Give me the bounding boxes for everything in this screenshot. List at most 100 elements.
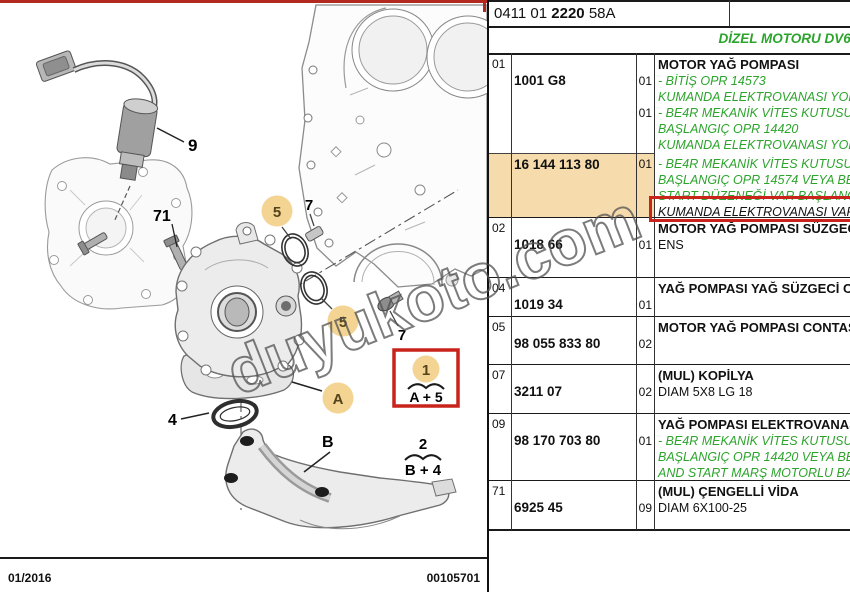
desc-line: - BE4R MEKANİK VİTES KUTUSU VE	[658, 106, 850, 120]
qty	[636, 121, 654, 137]
callout-B: B	[322, 434, 334, 451]
qty: 01	[638, 74, 652, 88]
table-row[interactable]: 04 1019 34 YAĞ POMPASI YAĞ SÜZGECİ CONT …	[489, 278, 850, 317]
badge-5a	[261, 195, 293, 227]
engine-title: DİZEL MOTORU DV6F	[718, 31, 850, 46]
qty	[636, 368, 654, 384]
part-number: 3211 07	[514, 384, 563, 399]
desc-line: MOTOR YAĞ POMPASI SÜZGECİ	[658, 221, 850, 236]
qty: 01	[638, 434, 652, 448]
row-description: (MUL) ÇENGELLİ VİDA 09 DIAM 6X100-25	[636, 484, 850, 516]
parts-table: 0411 01 2220 58A DİZEL MOTORU DV6F 01 10…	[487, 0, 850, 592]
part-number: 16 144 113 80	[514, 157, 600, 172]
row-description: MOTOR YAĞ POMPASI SÜZGECİ 01 ENS	[636, 221, 850, 253]
qty	[636, 417, 654, 433]
qty	[636, 465, 654, 481]
callout-7a: 7	[305, 197, 313, 214]
callout-line-B	[303, 451, 331, 473]
qty: 02	[638, 337, 652, 351]
footer-divider	[0, 557, 487, 559]
exploded-view-drawing: 9 71	[35, 4, 510, 530]
qty: 01	[638, 106, 652, 120]
exploded-diagram-panel: 9 71	[0, 0, 510, 585]
badge-1	[412, 355, 440, 383]
selected-row-highlight	[489, 153, 654, 218]
qty: 02	[638, 385, 652, 399]
row-ref: 07	[492, 368, 506, 382]
oil-pump-illustration	[174, 222, 323, 400]
document-code: 0411 01 2220 58A	[494, 5, 616, 22]
row-description: MOTOR YAĞ POMPASI 01- BİTİŞ OPR 14573 KU…	[636, 57, 850, 153]
desc-line: MOTOR YAĞ POMPASI	[658, 57, 800, 72]
callout-A: A	[333, 391, 344, 408]
desc-line: DIAM 6X100-25	[658, 501, 747, 515]
table-row[interactable]: 02 1018 66 MOTOR YAĞ POMPASI SÜZGECİ 01 E…	[489, 218, 850, 278]
red-top-border	[0, 0, 487, 3]
callout-5b: 5	[339, 314, 347, 331]
group-legend-1: 1 A + 5	[392, 348, 460, 408]
qty: 01	[638, 238, 652, 252]
badge-A	[322, 382, 354, 414]
red-highlight-box-table	[649, 196, 850, 222]
callout-4: 4	[168, 412, 177, 429]
row-ref: 05	[492, 320, 506, 334]
group1-expression: A + 5	[409, 389, 443, 405]
desc-line-emphasized: KUMANDA ELEKTROVANASI VAR	[658, 205, 850, 219]
callout-line-9	[156, 127, 185, 143]
row-description: 01- BE4R MEKANİK VİTES KUTUSU VE BAŞLANG…	[636, 156, 850, 220]
table-row[interactable]: 01 1001 G8 MOTOR YAĞ POMPASI 01- BİTİŞ O…	[489, 54, 850, 153]
desc-line: KUMANDA ELEKTROVANASI YOK	[658, 90, 850, 104]
desc-line: BAŞLANGIÇ OPR 14420	[658, 122, 799, 136]
oring-pin-illustrations	[281, 213, 404, 327]
qty	[636, 281, 654, 297]
qty	[636, 57, 654, 73]
brace-icon	[404, 454, 442, 461]
row-ref: 04	[492, 281, 506, 295]
qty: 01	[638, 298, 652, 312]
qty: 01	[638, 157, 652, 171]
callout-71: 71	[153, 208, 171, 225]
callout-line-4	[180, 412, 210, 420]
table-row[interactable]: 09 98 170 703 80 YAĞ POMPASI ELEKTROVANA…	[489, 414, 850, 481]
part-number: 1019 34	[514, 297, 563, 312]
qty: 09	[638, 501, 652, 515]
desc-line: ENS	[658, 238, 684, 252]
footer-date: 01/2016	[8, 571, 52, 585]
qty	[636, 137, 654, 153]
callout-2: 2	[419, 436, 427, 453]
document-code-bold: 2220	[551, 5, 585, 22]
engine-block-illustration	[298, 4, 510, 288]
row-ref: 02	[492, 221, 506, 235]
qty	[636, 449, 654, 465]
row-description: YAĞ POMPASI ELEKTROVANASI 01 - BE4R MEKAN…	[636, 417, 850, 481]
row-ref: 01	[492, 57, 506, 71]
part-number: 1018 66	[514, 237, 563, 252]
table-row-selected[interactable]: 16 144 113 80 01- BE4R MEKANİK VİTES KUT…	[489, 153, 850, 220]
row-ref: 71	[492, 484, 506, 498]
part-number: 98 055 833 80	[514, 336, 601, 351]
part-number: 98 170 703 80	[514, 433, 601, 448]
qty	[636, 172, 654, 188]
desc-line: YAĞ POMPASI ELEKTROVANASI	[658, 417, 850, 432]
callout-line-A	[291, 381, 323, 392]
desc-line: YAĞ POMPASI YAĞ SÜZGECİ CONT	[658, 281, 850, 296]
callout-1: 1	[422, 362, 430, 379]
document-code-suffix: 58A	[588, 5, 616, 22]
qty	[636, 221, 654, 237]
badge-5b	[327, 305, 359, 337]
callout-5a: 5	[273, 204, 281, 221]
desc-line: (MUL) ÇENGELLİ VİDA	[658, 484, 799, 499]
desc-line: DIAM 5X8 LG 18	[658, 385, 753, 399]
table-row[interactable]: 05 98 055 833 80 MOTOR YAĞ POMPASI CONTA…	[489, 317, 850, 365]
sub-row-separator	[489, 153, 654, 154]
desc-line: MOTOR YAĞ POMPASI CONTASI	[658, 320, 850, 335]
group-legend-2: 2 B + 4	[404, 436, 442, 479]
desc-line: KUMANDA ELEKTROVANASI YOK	[658, 138, 850, 152]
row-description: MOTOR YAĞ POMPASI CONTASI 02	[636, 320, 850, 352]
row-ref: 09	[492, 417, 506, 431]
red-highlight-box	[392, 348, 460, 408]
desc-line: - BE4R MEKANİK VİTES KUTUSU VE	[658, 434, 850, 448]
